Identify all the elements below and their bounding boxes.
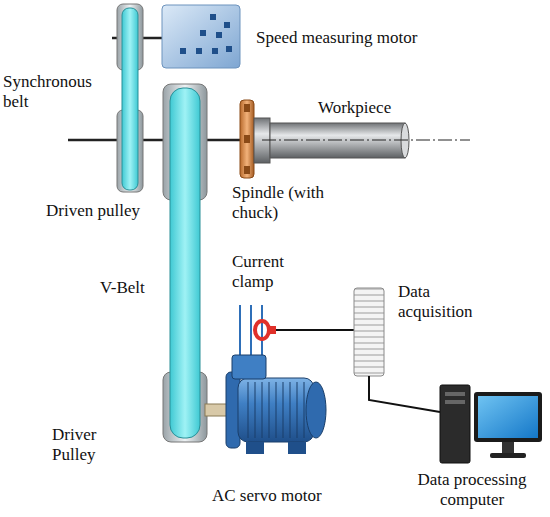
part-label: Speed measuring motor <box>256 28 417 48</box>
monitor-neck <box>502 442 514 454</box>
synchronous-belt <box>122 8 138 190</box>
center-line <box>262 140 470 141</box>
drive-bay <box>445 400 465 404</box>
motor-foot <box>288 442 306 454</box>
chuck-jaws <box>244 104 250 174</box>
v-belt <box>170 88 200 438</box>
monitor-base <box>490 453 526 458</box>
computer-tower <box>440 385 470 463</box>
monitor <box>474 392 542 442</box>
spindle-shaft <box>68 139 245 142</box>
fin-stroke <box>304 382 305 438</box>
cooling-fins <box>248 382 304 438</box>
motor-foot <box>246 442 264 454</box>
fin-stroke <box>248 382 249 438</box>
signal-cable <box>276 329 354 331</box>
fin-stroke <box>297 382 298 438</box>
fin-stroke <box>262 382 263 438</box>
part-label: Driven pulley <box>46 201 158 221</box>
fin-stroke <box>283 382 284 438</box>
fin-stroke <box>269 382 270 438</box>
clamp-handle <box>268 326 276 334</box>
part-label: Data processing computer <box>398 470 546 510</box>
part-label: Workpiece <box>318 98 391 118</box>
data-acquisition-unit <box>354 288 384 376</box>
part-label: Synchronous belt <box>3 72 103 112</box>
part-label: Current clamp <box>232 252 306 292</box>
speed-measuring-motor <box>162 5 240 68</box>
monitor-screen <box>478 396 538 438</box>
current-clamp <box>255 321 269 339</box>
part-label: Driver Pulley <box>52 425 122 465</box>
fin-stroke <box>255 382 256 438</box>
sensor-dots <box>180 14 232 54</box>
fin-stroke <box>290 382 291 438</box>
motor-body <box>238 378 314 442</box>
fin-stroke <box>276 382 277 438</box>
chuck <box>240 100 254 178</box>
part-label: Spindle (with chuck) <box>232 183 332 223</box>
part-label: V-Belt <box>100 278 166 298</box>
motor-shaft <box>205 404 227 416</box>
part-label: Data acquisition <box>398 282 494 322</box>
data-cable <box>369 376 440 412</box>
motor-end-cap <box>306 382 326 438</box>
terminal-box <box>232 355 266 379</box>
drive-bay <box>445 392 465 396</box>
part-label: AC servo motor <box>212 486 322 506</box>
